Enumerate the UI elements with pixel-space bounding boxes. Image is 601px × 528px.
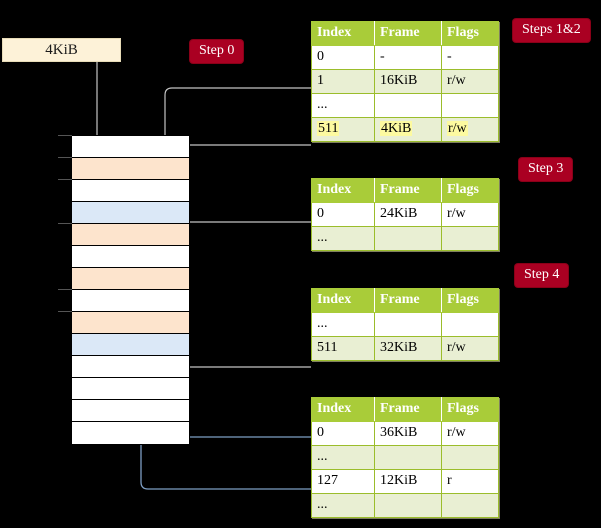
memory-frame-row [72, 356, 189, 378]
memory-frame-row [72, 334, 189, 356]
memory-tick [58, 311, 72, 312]
column-header-index: Index [311, 397, 375, 422]
memory-frame-row [72, 290, 189, 312]
cell-index: 511 [311, 336, 375, 361]
highlighted-value: r/w [447, 121, 468, 136]
memory-frame-row [72, 268, 189, 290]
memory-frame-row [72, 202, 189, 224]
memory-tick [58, 179, 72, 180]
memory-tick [58, 223, 72, 224]
cell-frame [374, 93, 442, 118]
table-row: ... [311, 312, 499, 337]
cell-flags: r/w [441, 117, 499, 142]
memory-column [71, 135, 190, 445]
memory-frame-row [72, 224, 189, 246]
cell-flags [441, 312, 499, 337]
memory-frame-row [72, 246, 189, 268]
cell-index: 511 [311, 117, 375, 142]
cell-index: ... [311, 445, 375, 470]
column-header-index: Index [311, 21, 375, 46]
step-badge-step3: Step 3 [519, 158, 573, 181]
step-badge-step4: Step 4 [515, 264, 569, 287]
memory-frame-row [72, 422, 189, 444]
column-header-frame: Frame [374, 178, 442, 203]
table-row: ... [311, 93, 499, 118]
cell-index: 0 [311, 421, 375, 446]
cell-index: 127 [311, 469, 375, 494]
cell-flags [441, 226, 499, 251]
memory-frame-row [72, 378, 189, 400]
cell-index: ... [311, 93, 375, 118]
cell-index: ... [311, 493, 375, 518]
cell-flags [441, 93, 499, 118]
cell-flags: r/w [441, 202, 499, 227]
cell-flags: - [441, 45, 499, 70]
highlighted-value: 4KiB [380, 121, 413, 136]
column-header-index: Index [311, 288, 375, 313]
memory-tick [58, 157, 72, 158]
cell-frame: 16KiB [374, 69, 442, 94]
page-box-4kib: 4KiB [2, 38, 121, 62]
table-row: ... [311, 226, 499, 251]
cell-flags: r/w [441, 421, 499, 446]
cell-frame [374, 312, 442, 337]
table-row: ... [311, 493, 499, 518]
table-row: ... [311, 445, 499, 470]
memory-frame-row [72, 312, 189, 334]
memory-frame-row [72, 158, 189, 180]
cell-index: 1 [311, 69, 375, 94]
step-badge-steps12: Steps 1&2 [513, 19, 590, 42]
cell-frame: 36KiB [374, 421, 442, 446]
column-header-frame: Frame [374, 397, 442, 422]
column-header-flags: Flags [441, 288, 499, 313]
column-header-flags: Flags [441, 21, 499, 46]
column-header-frame: Frame [374, 288, 442, 313]
cell-frame: - [374, 45, 442, 70]
column-header-flags: Flags [441, 178, 499, 203]
memory-frame-row [72, 136, 189, 158]
column-header-frame: Frame [374, 21, 442, 46]
column-header-flags: Flags [441, 397, 499, 422]
cell-flags [441, 445, 499, 470]
memory-tick [58, 135, 72, 136]
table-row: 0-- [311, 45, 499, 70]
cell-index: 0 [311, 202, 375, 227]
table-row: 511 4KiB r/w [311, 117, 499, 142]
cell-index: 0 [311, 45, 375, 70]
memory-tick [58, 289, 72, 290]
cell-flags: r/w [441, 69, 499, 94]
cell-index: ... [311, 312, 375, 337]
cell-flags: r [441, 469, 499, 494]
cell-frame [374, 226, 442, 251]
cell-frame [374, 445, 442, 470]
cell-frame [374, 493, 442, 518]
step-badge-step0: Step 0 [190, 40, 244, 63]
cell-flags [441, 493, 499, 518]
cell-frame: 12KiB [374, 469, 442, 494]
cell-flags: r/w [441, 336, 499, 361]
cell-index: ... [311, 226, 375, 251]
memory-frame-row [72, 180, 189, 202]
memory-frame-row [72, 400, 189, 422]
cell-frame: 32KiB [374, 336, 442, 361]
cell-frame: 24KiB [374, 202, 442, 227]
cell-frame: 4KiB [374, 117, 442, 142]
highlighted-value: 511 [317, 121, 340, 136]
column-header-index: Index [311, 178, 375, 203]
